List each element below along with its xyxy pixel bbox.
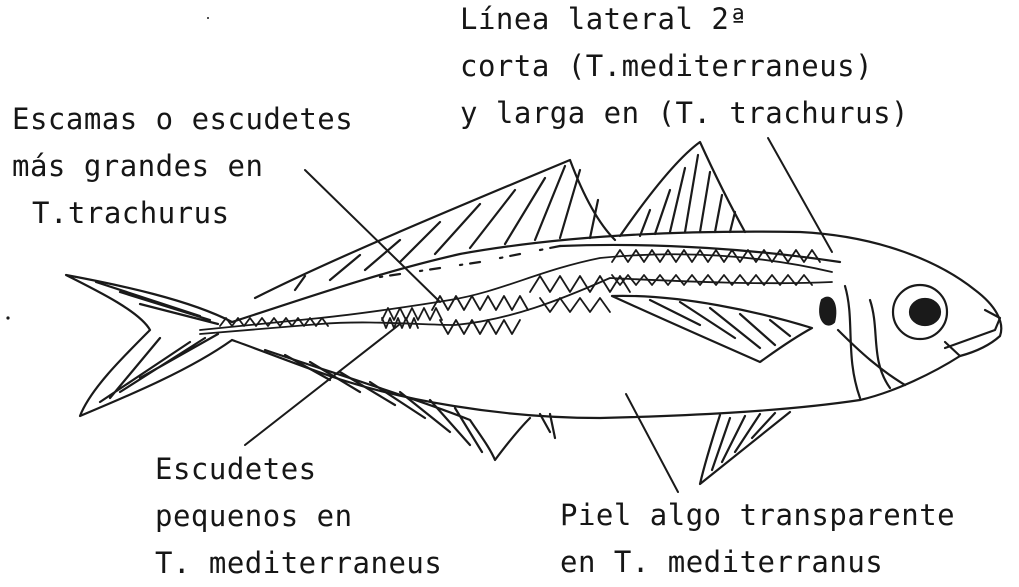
second-dorsal-fin — [620, 142, 745, 236]
leader-small-scutes — [245, 324, 400, 445]
label-line: T.trachurus — [12, 190, 353, 237]
label-line: Escudetes — [155, 446, 442, 493]
label-line: más grandes en — [12, 143, 353, 190]
label-skin: Piel algo transparente en T. mediterranu… — [560, 492, 955, 586]
leader-lateral-line — [768, 138, 832, 252]
label-line: Escamas o escudetes — [12, 96, 353, 143]
label-large-scales: Escamas o escudetes más grandes en T.tra… — [12, 96, 353, 237]
ink-dot — [207, 17, 209, 19]
fish-body — [232, 232, 1001, 418]
label-line: y larga en (T. trachurus) — [460, 90, 909, 137]
label-line: Piel algo transparente — [560, 492, 955, 539]
ink-dot — [6, 316, 9, 319]
pectoral-fin — [612, 296, 812, 362]
label-line: Línea lateral 2ª — [460, 0, 909, 43]
label-line: en T. mediterranus — [560, 539, 955, 586]
label-small-scutes: Escudetes pequenos en T. mediterraneus — [155, 446, 442, 587]
leader-skin — [626, 394, 678, 492]
label-line: corta (T.mediterraneus) — [460, 43, 909, 90]
caudal-fin — [66, 275, 232, 416]
operculum — [820, 286, 905, 398]
pelvic-fin — [700, 412, 790, 484]
label-line: pequenos en — [155, 493, 442, 540]
scute-row — [200, 250, 832, 334]
anal-fin — [265, 350, 555, 460]
label-line: T. mediterraneus — [155, 540, 442, 587]
label-lateral-line: Línea lateral 2ª corta (T.mediterraneus)… — [460, 0, 909, 137]
eye — [893, 285, 947, 339]
